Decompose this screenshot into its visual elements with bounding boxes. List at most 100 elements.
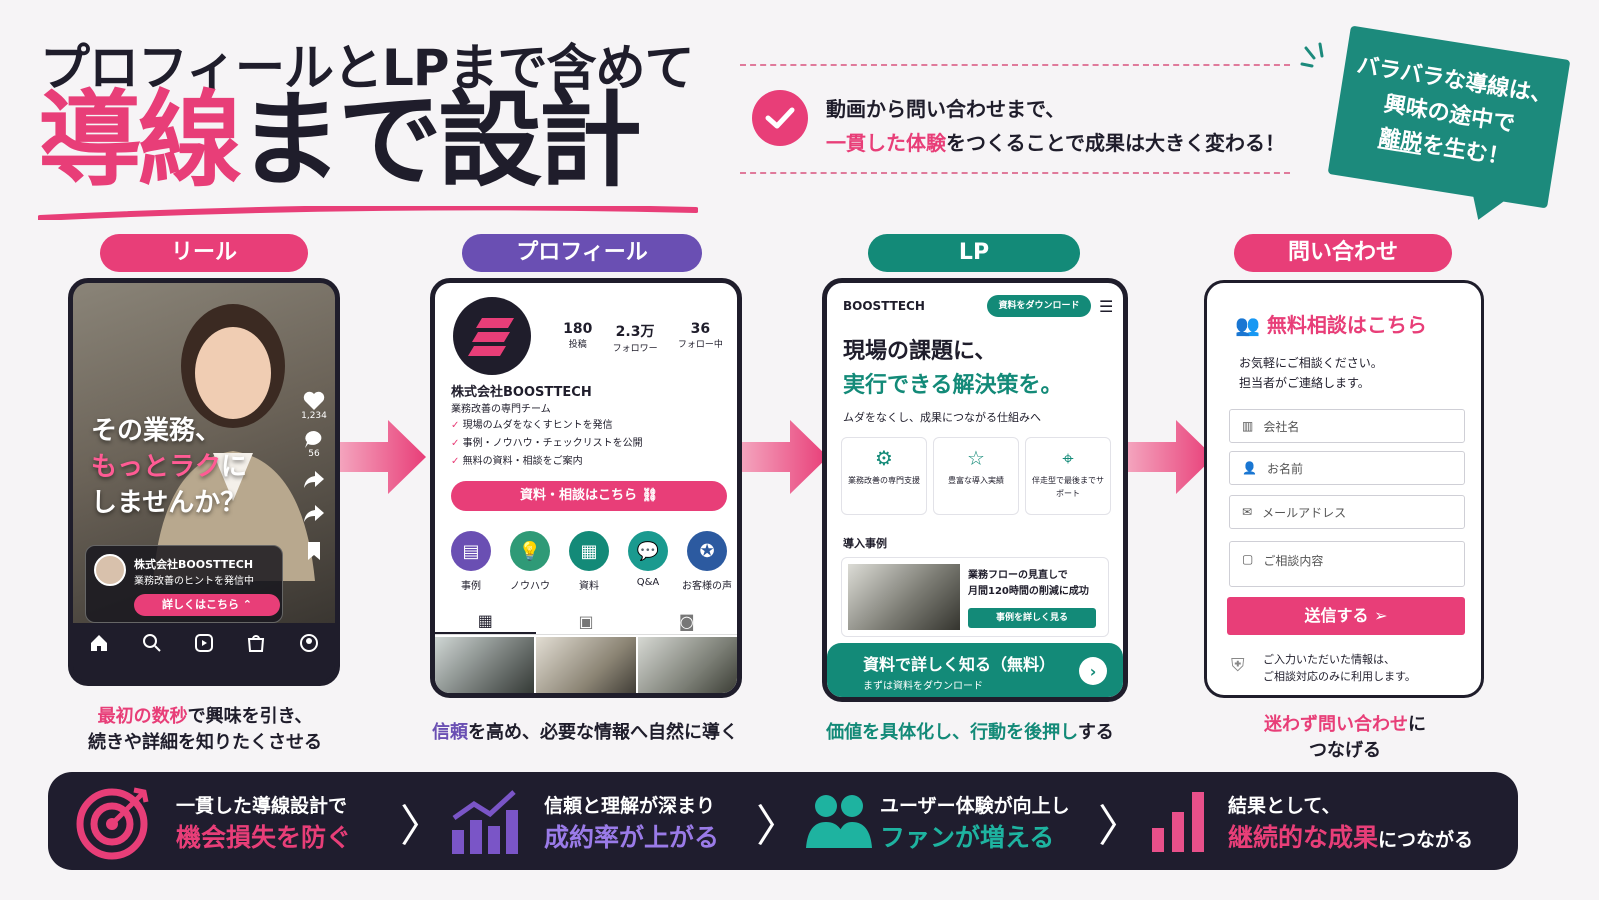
profile-icon[interactable] [299,633,319,653]
lp-download-button[interactable]: 資料をダウンロード [987,295,1091,317]
send-icon[interactable] [299,503,329,523]
account-desc: 業務改善のヒントを発信中 [134,576,254,587]
users-icon [806,795,872,848]
reel-caption-line1: その業務、 [91,416,222,446]
note-icon: ▢ [1242,552,1254,566]
stat-posts-num: 180 [563,321,593,337]
reel-actions: 1,234 56 [299,391,329,561]
target-icon [76,787,149,860]
case-text-2: 月間120時間の削減に成功 [968,586,1089,597]
message-divider-bottom [740,172,1290,174]
highlight-cases[interactable]: ▤事例 [443,531,499,592]
privacy-note: ご入力いただいた情報は、 ご相談対応のみに利用します。 [1263,651,1416,685]
reel-caption-ni: に [221,452,248,482]
chevron-right-icon: 〉 [1098,801,1142,852]
highlight-docs[interactable]: ▦資料 [561,531,617,592]
profile-bullet-2: 事例・ノウハウ・チェックリストを公開 [462,438,643,449]
contact-title-text: 無料相談はこちら [1266,313,1427,337]
stage-label-profile: プロフィール [462,234,702,272]
comment-icon[interactable] [299,429,329,449]
highlight-qa[interactable]: 💬Q&A [620,531,676,592]
profile-tabs: ▦ ▣ ◙ [435,609,737,635]
key-message-rest: をつくることで成果は大きく変わる！ [946,131,1285,155]
building-icon: ▥ [1242,419,1254,433]
chevron-right-icon: 〉 [400,801,444,852]
post-thumbnail[interactable] [536,637,636,693]
name-field[interactable]: 👤お名前 [1229,451,1465,485]
reels-icon[interactable] [194,633,214,653]
feature-card: ⚙業務改善の専門支援 [841,437,927,515]
lp-headline: 現場の課題に、 実行できる解決策を。 [843,335,1063,403]
reel-cta-label: 詳しくはこちら [161,598,239,611]
stage-label-lp: LP [868,234,1080,272]
document-icon: ▦ [569,531,609,571]
paper-plane-icon: ➢ [1374,606,1388,625]
message-field[interactable]: ▢ご相談内容 [1229,541,1465,587]
benefit-1-line2: 機会損失を防ぐ [176,823,352,852]
profile-desc-accent: 信頼 [432,722,468,743]
highlight-label-1: 事例 [461,581,481,592]
stat-posts-label: 投稿 [568,340,587,350]
reel-cta-button[interactable]: 詳しくはこちら ⌃ [134,594,280,616]
benefit-2-line2: 成約率が上がる [544,823,720,852]
grid-tab-icon[interactable]: ▦ [435,609,536,634]
benefit-3-line2: ファンが増える [880,823,1055,852]
stat-followers-num: 2.3万 [615,324,655,340]
lp-description: 価値を具体化し、行動を後押しする [790,720,1150,746]
lp-main-cta[interactable]: 資料で詳しく知る（無料） まずは資料をダウンロード › [827,643,1123,697]
location-icon: ⌖ [1062,446,1074,470]
company-field[interactable]: ▥ 会社名 [1229,409,1465,443]
key-message-line1: 動画から問い合わせまで、 [826,97,1066,121]
shop-icon[interactable] [246,633,266,653]
reels-tab-icon[interactable]: ▣ [578,612,594,631]
title-rest: まで設計 [238,79,642,201]
contact-desc-rest2: つなげる [1309,740,1381,761]
contact-phone: 👥 無料相談はこちら お気軽にご相談ください。 担当者がご連絡します。 ▥ 会社名… [1204,280,1484,698]
contact-description: 迷わず問い合わせに つなげる [1200,712,1490,764]
person-icon: 👤 [1242,461,1257,475]
growth-chart-icon [452,790,518,854]
highlight-knowhow[interactable]: 💡ノウハウ [502,531,558,592]
lp-headline-2: 実行できる解決策を。 [843,373,1063,398]
mail-icon: ✉ [1242,505,1253,519]
contact-desc-accent: 迷わず問い合わせ [1264,714,1408,735]
company-placeholder: 会社名 [1263,419,1300,434]
profile-cta-button[interactable]: 資料・相談はこちら ⛓ [451,481,727,511]
lp-desc-accent: 価値を具体化し、行動を後押し [826,722,1078,743]
users-icon: 👥 [1235,313,1260,337]
reel-bottom-nav [73,633,335,653]
feature-card: ⌖伴走型で最後までサポート [1025,437,1111,515]
submit-button[interactable]: 送信する ➢ [1227,597,1465,635]
heart-icon[interactable] [299,391,329,411]
contact-desc: お気軽にご相談ください。 担当者がご連絡します。 [1239,353,1383,393]
search-icon[interactable] [142,633,162,653]
benefit-4-line1: 結果として、 [1228,795,1341,817]
menu-icon[interactable]: ☰ [1099,297,1114,316]
like-count: 1,234 [301,411,327,421]
post-thumbnail[interactable] [637,637,737,693]
reel-desc-rest1: で興味を引き、 [187,706,313,727]
lp-features: ⚙業務改善の専門支援 ☆豊富な導入実績 ⌖伴走型で最後までサポート [841,437,1111,515]
bookmark-icon[interactable] [299,541,329,561]
reel-caption-line3: しませんか？ [91,488,247,518]
case-detail-button[interactable]: 事例を詳しく見る [968,608,1096,628]
email-field[interactable]: ✉メールアドレス [1229,495,1465,529]
benefit-1-line1: 一貫した導線設計で [176,795,348,817]
feature-label-1: 業務改善の専門支援 [848,476,920,485]
highlight-voices[interactable]: ✪お客様の声 [679,531,735,592]
stat-followers-label: フォロワー [612,344,658,354]
benefit-3-line1: ユーザー体験が向上し [880,795,1070,817]
reel-desc-accent: 最初の数秒 [97,706,188,727]
highlight-label-4: Q&A [636,577,660,588]
flow-arrow-3 [1126,420,1214,494]
home-icon[interactable] [89,633,109,653]
flow-arrow-2 [740,420,828,494]
post-thumbnail[interactable] [435,637,535,693]
profile-name: 株式会社BOOSTTECH [451,385,592,400]
contact-title: 👥 無料相談はこちら [1235,309,1427,338]
profile-sub: 業務改善の専門チーム [451,404,551,415]
tagged-tab-icon[interactable]: ◙ [678,612,695,631]
share-icon[interactable] [299,469,329,489]
